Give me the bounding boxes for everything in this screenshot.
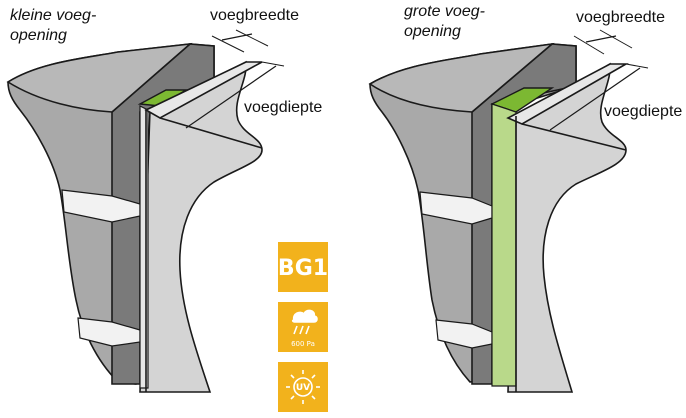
certification-badges: BG1 600 Pa UV — [278, 242, 328, 412]
left-joint-diagram: kleine voeg- opening voegbreedte voegdie… — [6, 7, 322, 393]
uv-label: UV — [296, 383, 310, 393]
left-depth-arrow — [185, 65, 277, 129]
left-width-arrow — [221, 33, 253, 41]
right-depth-arrow — [549, 67, 641, 131]
right-title-line2: opening — [404, 23, 461, 40]
left-wall-top — [6, 42, 193, 113]
left-depth-label: voegdiepte — [244, 99, 322, 116]
class-badge — [278, 242, 328, 292]
left-title-line1: kleine voeg- — [10, 7, 96, 24]
right-sealant-side — [491, 103, 517, 387]
class-badge-label: BG1 — [278, 256, 328, 281]
rain-wind-icon — [291, 309, 318, 335]
left-width-label: voegbreedte — [210, 7, 299, 24]
left-frame-background — [139, 60, 263, 393]
uv-sun-icon — [286, 370, 320, 404]
pressure-label: 600 Pa — [291, 340, 315, 348]
right-wall-top — [368, 42, 555, 113]
left-title-line2: opening — [10, 27, 67, 44]
right-width-arrow — [585, 35, 617, 43]
right-width-label: voegbreedte — [576, 9, 665, 26]
right-depth-label: voegdiepte — [604, 103, 682, 120]
right-title-line1: grote voeg- — [404, 3, 485, 20]
right-frame-background — [507, 62, 627, 393]
right-joint-diagram: grote voeg- opening voegbreedte voegdiep… — [368, 3, 682, 393]
